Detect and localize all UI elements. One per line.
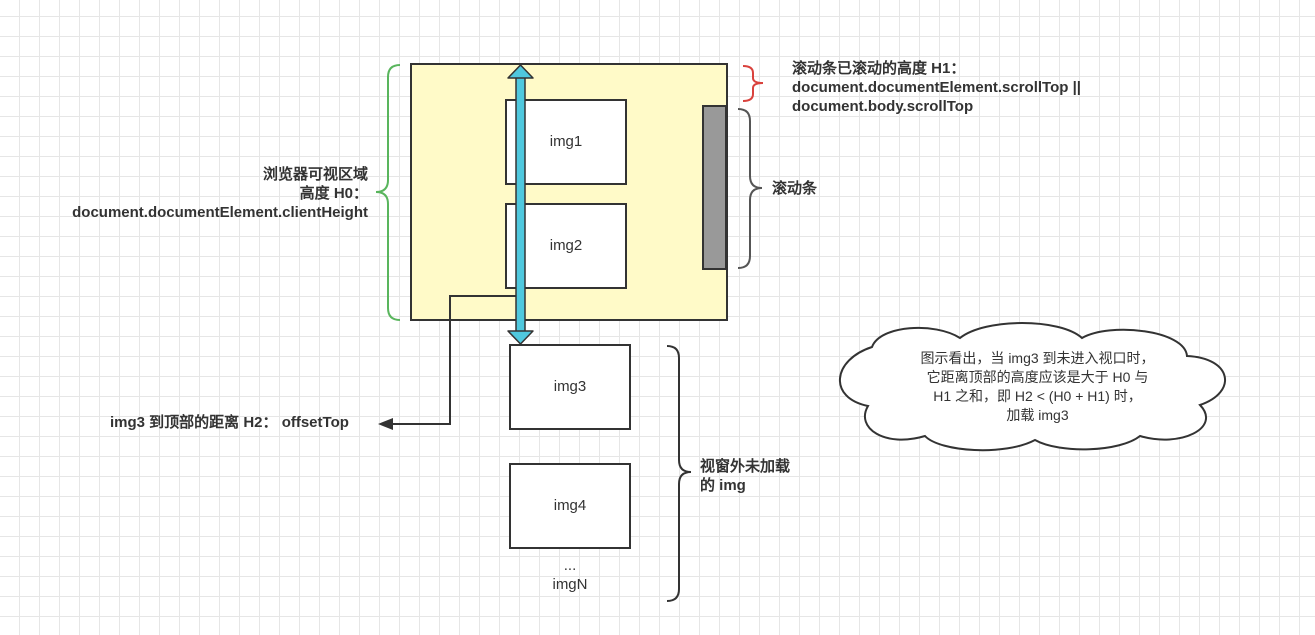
scrollbar-brace [737, 108, 763, 269]
scroll-arrow-head-top [507, 64, 534, 79]
scroll-arrow-head-bottom [507, 330, 534, 345]
viewport-label: 浏览器可视区域 高度 H0： document.documentElement.… [0, 165, 368, 222]
scrollbar-label: 滚动条 [772, 180, 818, 197]
more-ellipsis: ... [563, 557, 577, 574]
img1-box [505, 99, 627, 185]
img3-label: img3 [553, 378, 587, 395]
offset-connector [392, 295, 520, 425]
scrolled-label-line1: 滚动条已滚动的高度 H1： [792, 60, 966, 77]
unloaded-label: 视窗外未加载 的 img [700, 457, 790, 495]
img2-label: img2 [549, 237, 583, 254]
scrollbar-thumb [702, 105, 727, 270]
scrolled-label-line3: document.body.scrollTop [792, 98, 974, 115]
img2-box [505, 203, 627, 289]
imgN-label: imgN [552, 576, 588, 593]
offset-arrowhead [378, 418, 393, 430]
viewport-label-line3: document.documentElement.clientHeight [72, 204, 368, 221]
scroll-height-arrow [515, 75, 526, 334]
note-line1: 图示看出，当 img3 到未进入视口时， [920, 350, 1155, 366]
offset-label: img3 到顶部的距离 H2： offsetTop [110, 414, 349, 431]
viewport-brace [375, 64, 401, 321]
img4-label: img4 [553, 497, 587, 514]
viewport-label-line1: 浏览器可视区域 [262, 166, 368, 183]
unloaded-label-line2: 的 img [700, 477, 746, 494]
note-text: 图示看出，当 img3 到未进入视口时， 它距离顶部的高度应该是大于 H0 与 … [870, 349, 1205, 425]
unloaded-brace [666, 345, 692, 602]
note-line2: 它距离顶部的高度应该是大于 H0 与 [926, 369, 1149, 385]
note-line4: 加载 img3 [1006, 407, 1069, 423]
img1-label: img1 [549, 133, 583, 150]
img4-box [509, 463, 631, 549]
scrolled-brace [742, 65, 764, 102]
scrolled-label: 滚动条已滚动的高度 H1： document.documentElement.s… [792, 59, 1081, 116]
img3-box [509, 344, 631, 430]
note-line3: H1 之和，即 H2 < (H0 + H1) 时， [933, 388, 1142, 404]
scrolled-label-line2: document.documentElement.scrollTop || [792, 79, 1081, 96]
viewport-label-line2: 高度 H0： [299, 185, 368, 202]
note-cloud [839, 322, 1227, 452]
unloaded-label-line1: 视窗外未加载 [700, 458, 791, 475]
